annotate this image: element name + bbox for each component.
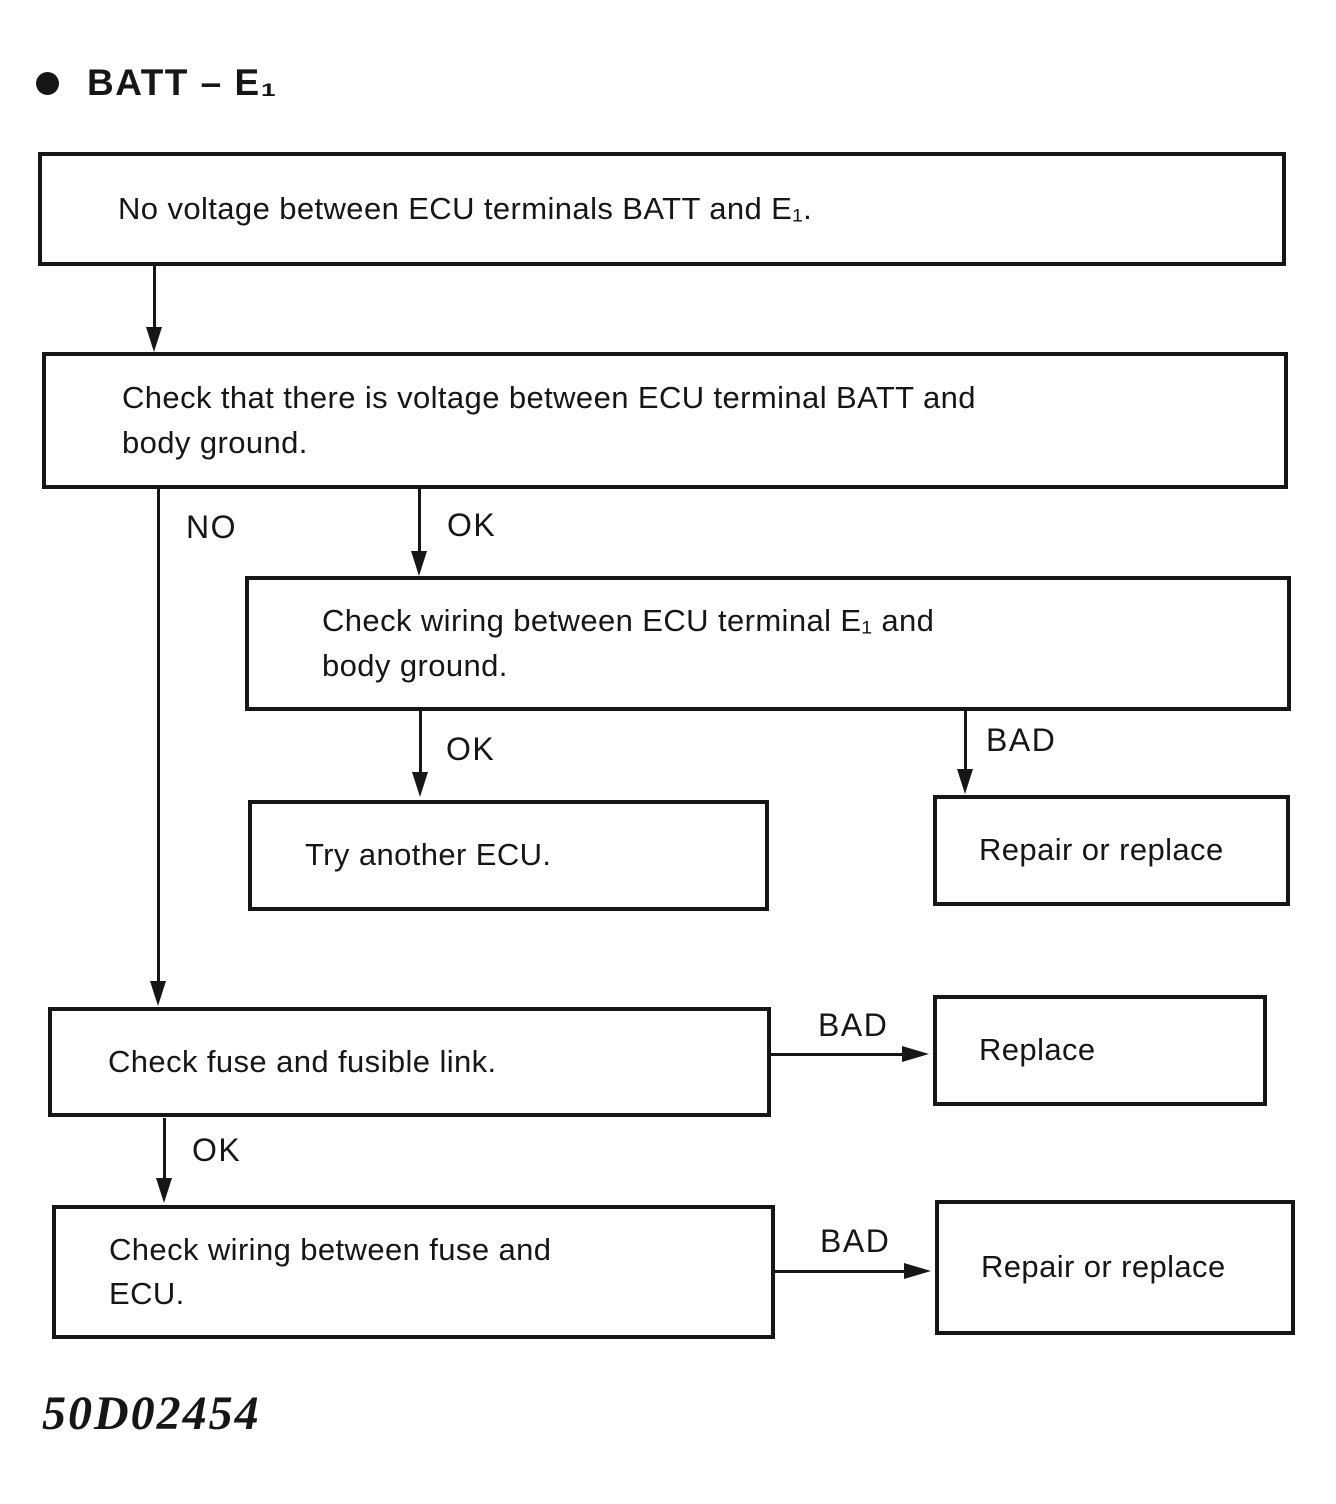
edge-label-bad: BAD	[986, 722, 1057, 758]
arrow-down-icon	[150, 981, 166, 1006]
node-try-another-ecu: Try another ECU.	[248, 800, 769, 911]
edge-label-bad: BAD	[818, 1007, 889, 1043]
node-no-voltage: No voltage between ECU terminals BATT an…	[38, 152, 1286, 266]
edge-label-ok: OK	[446, 731, 496, 767]
edge-label-ok: OK	[447, 507, 497, 543]
arrow-down-icon	[957, 769, 973, 794]
figure-code: 50D02454	[42, 1387, 261, 1440]
edge-label-ok: OK	[192, 1132, 242, 1168]
arrow-right-icon	[904, 1263, 931, 1279]
node-check-wiring-e1: Check wiring between ECU terminal E₁ and…	[245, 576, 1291, 711]
node-check-fuse: Check fuse and fusible link.	[48, 1007, 771, 1117]
node-try-another-ecu-text: Try another ECU.	[305, 837, 552, 873]
edge-label-no: NO	[186, 509, 237, 545]
connector-no-branch	[157, 489, 160, 983]
arrow-right-icon	[902, 1046, 929, 1062]
connector-bad-to-replace	[771, 1053, 904, 1056]
node-check-wiring-e1-text: Check wiring between ECU terminal E₁ and…	[322, 603, 935, 683]
edge-label-bad: BAD	[820, 1223, 891, 1259]
node-check-batt-ground-text: Check that there is voltage between ECU …	[122, 380, 976, 460]
section-title: BATT – E₁	[36, 62, 278, 104]
connector-bad-to-repair-2	[775, 1270, 906, 1273]
connector-ok-to-try-ecu	[419, 711, 422, 773]
node-repair-or-replace-1: Repair or replace	[933, 795, 1290, 906]
node-repair-or-replace-1-text: Repair or replace	[979, 832, 1224, 868]
connector-bad-to-repair-1	[964, 711, 967, 771]
node-replace-text: Replace	[979, 1032, 1096, 1068]
node-check-fuse-text: Check fuse and fusible link.	[108, 1043, 497, 1079]
bullet-icon	[36, 71, 59, 95]
node-check-wiring-fuse: Check wiring between fuse and ECU.	[52, 1205, 775, 1339]
arrow-down-icon	[146, 327, 162, 352]
arrow-down-icon	[411, 551, 427, 576]
connector-start-to-check-batt	[153, 266, 156, 328]
page-title: BATT – E₁	[87, 62, 278, 103]
arrow-down-icon	[156, 1178, 172, 1203]
arrow-down-icon	[412, 772, 428, 797]
node-replace: Replace	[933, 995, 1267, 1106]
node-repair-or-replace-2-text: Repair or replace	[981, 1249, 1226, 1285]
node-repair-or-replace-2: Repair or replace	[935, 1200, 1295, 1335]
node-check-batt-ground: Check that there is voltage between ECU …	[42, 352, 1288, 489]
connector-ok-to-check-wiring-fuse	[163, 1118, 166, 1180]
connector-ok-branch	[418, 489, 421, 553]
node-check-wiring-fuse-text: Check wiring between fuse and ECU.	[109, 1231, 552, 1311]
node-no-voltage-text: No voltage between ECU terminals BATT an…	[118, 190, 813, 226]
